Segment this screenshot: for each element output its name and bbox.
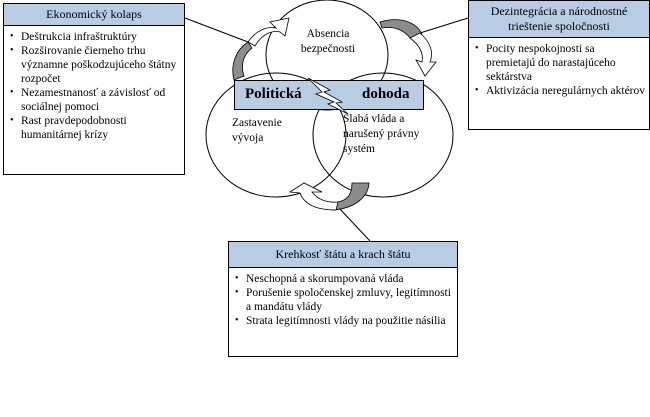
- list-item: Porušenie spoločenskej zmluvy, legitímno…: [235, 286, 453, 314]
- list-item: Strata legitímnosti vlády na použitie ná…: [235, 314, 453, 328]
- box-list: Deštrukcia infraštruktúry Rozširovanie č…: [4, 26, 184, 146]
- list-item: Nezamestnanosť a závislosť od sociálnej …: [10, 86, 180, 114]
- box-list: Neschopná a skorumpovaná vláda Porušenie…: [229, 268, 457, 332]
- cycle-arrow-bottom: [288, 182, 370, 211]
- connector-right: [419, 17, 469, 34]
- connector-bottom: [338, 207, 371, 242]
- label-left-circle: Zastavenie vývoja: [232, 117, 282, 144]
- circle-top: [265, 0, 389, 111]
- list-item: Rast pravdepodobnosti humanitárnej krízy: [10, 114, 180, 142]
- list-item: Deštrukcia infraštruktúry: [10, 30, 180, 44]
- circle-left: [205, 72, 347, 198]
- cycle-arrow-top-right: [379, 19, 437, 77]
- circle-right: [312, 72, 454, 198]
- list-item: Pocity nespokojnosti sa premietajú do na…: [475, 42, 645, 84]
- banner-left-text: Politická: [245, 86, 302, 102]
- lightning-icon: [307, 77, 349, 115]
- list-item: Aktivizácia neregulárnych aktérov: [475, 84, 645, 98]
- box-title: Ekonomický kolaps: [4, 4, 184, 26]
- cycle-arrow-top-left: [232, 17, 290, 81]
- label-right-circle: Slabá vláda a narušený právny systém: [343, 113, 420, 155]
- banner-right-text: dohoda: [362, 86, 410, 102]
- label-top-circle: Absencia bezpečnosti: [300, 28, 356, 55]
- connector-left: [184, 17, 249, 43]
- box-title: Dezintegrácia a národnostné trieštenie s…: [469, 1, 649, 38]
- box-economic-collapse: Ekonomický kolaps Deštrukcia infraštrukt…: [3, 3, 185, 175]
- box-disintegration: Dezintegrácia a národnostné trieštenie s…: [468, 0, 650, 130]
- list-item: Neschopná a skorumpovaná vláda: [235, 272, 453, 286]
- box-state-fragility: Krehkosť štátu a krach štátu Neschopná a…: [228, 241, 458, 357]
- box-title: Krehkosť štátu a krach štátu: [229, 242, 457, 268]
- box-list: Pocity nespokojnosti sa premietajú do na…: [469, 38, 649, 102]
- list-item: Rozširovanie čierneho trhu významne pošk…: [10, 44, 180, 86]
